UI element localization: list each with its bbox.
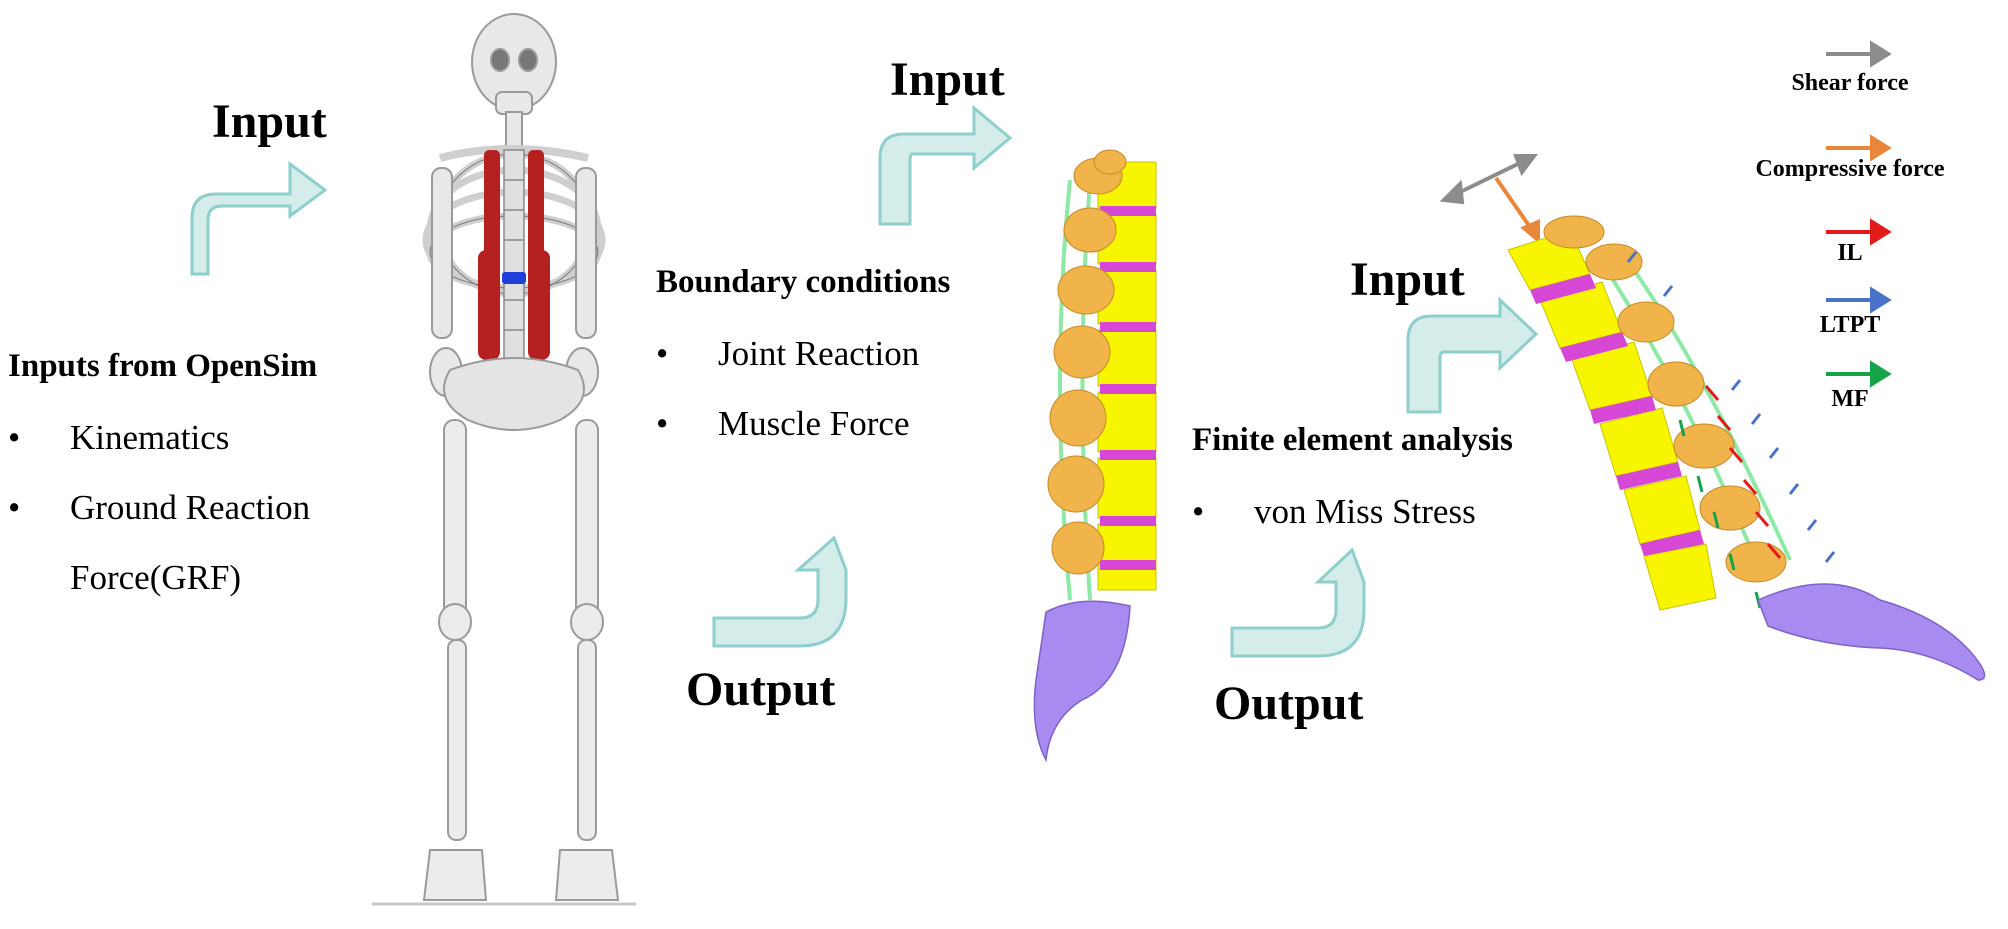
- bullet-dot: •: [656, 404, 669, 443]
- fea-item-label: von Miss Stress: [1254, 492, 1476, 531]
- right-foot: [554, 849, 620, 901]
- boundary-item-label: Muscle Force: [718, 404, 910, 443]
- opensim-item-label: Ground Reaction: [70, 488, 311, 527]
- bullet-dot: •: [1192, 492, 1205, 531]
- fea-item: • von Miss Stress: [1192, 492, 1476, 532]
- bullet-dot: •: [8, 418, 21, 457]
- bullet-dot: •: [8, 488, 21, 527]
- opensim-item-label: Kinematics: [70, 418, 230, 457]
- left-tibia: [447, 639, 467, 841]
- boundary-item: • Joint Reaction: [656, 334, 919, 374]
- marker-block: [502, 272, 526, 284]
- legend-shear-arrow-icon: [1826, 40, 1892, 68]
- opensim-item-continued: Force(GRF): [70, 558, 241, 598]
- bullet-dot: •: [656, 334, 669, 373]
- legend-label-ltpt: LTPT: [1819, 312, 1881, 338]
- input-arrow-1: [190, 161, 328, 276]
- flexed-sacrum: [1757, 583, 1986, 681]
- opensim-item: • Kinematics: [8, 418, 229, 458]
- input-arrow-3: [1406, 296, 1539, 414]
- left-foot: [422, 849, 488, 901]
- il-force-arrows: [1704, 385, 1782, 559]
- opensim-item-label: Force(GRF): [70, 558, 242, 597]
- fea-title: Finite element analysis: [1192, 422, 1513, 458]
- legend-compressive-arrow-icon: [1826, 134, 1892, 162]
- legend-label-compressive: Compressive force: [1755, 156, 1945, 182]
- legend-il-arrow-icon: [1826, 218, 1892, 246]
- output-label-1: Output: [686, 663, 836, 716]
- flexed-vertebral-column: [1507, 229, 1717, 611]
- legend-label-shear: Shear force: [1791, 70, 1909, 96]
- legend-mf-arrow-icon: [1826, 360, 1892, 388]
- legend-ltpt-arrow-icon: [1826, 286, 1892, 314]
- input-arrow-2: [878, 104, 1013, 226]
- vertebral-processes: [1047, 149, 1127, 575]
- output-arrow-2: [1230, 547, 1366, 658]
- mf-force-arrows: [1678, 419, 1762, 609]
- output-arrow-1: [712, 535, 848, 648]
- input-label-2: Input: [890, 53, 1005, 106]
- sacrum: [1033, 600, 1131, 763]
- output-label-2: Output: [1214, 677, 1364, 730]
- ltpt-force-arrows: [1626, 251, 1836, 563]
- shear-force-arrow: [1439, 154, 1538, 205]
- legend-label-il: IL: [1837, 240, 1863, 266]
- boundary-title: Boundary conditions: [656, 264, 951, 300]
- flexed-discs: [1530, 274, 1704, 556]
- back-muscles: [478, 150, 550, 360]
- opensim-item: • Ground Reaction: [8, 488, 310, 528]
- input-label-3: Input: [1350, 253, 1465, 306]
- compressive-force-arrow: [1494, 176, 1540, 245]
- right-tibia: [577, 639, 597, 841]
- boundary-item-label: Joint Reaction: [718, 334, 920, 373]
- legend-label-mf: MF: [1831, 386, 1869, 412]
- boundary-item: • Muscle Force: [656, 404, 909, 444]
- input-label-1: Input: [212, 95, 327, 148]
- pelvis: [443, 357, 585, 431]
- intervertebral-discs: [1100, 206, 1156, 570]
- opensim-title: Inputs from OpenSim: [8, 348, 318, 384]
